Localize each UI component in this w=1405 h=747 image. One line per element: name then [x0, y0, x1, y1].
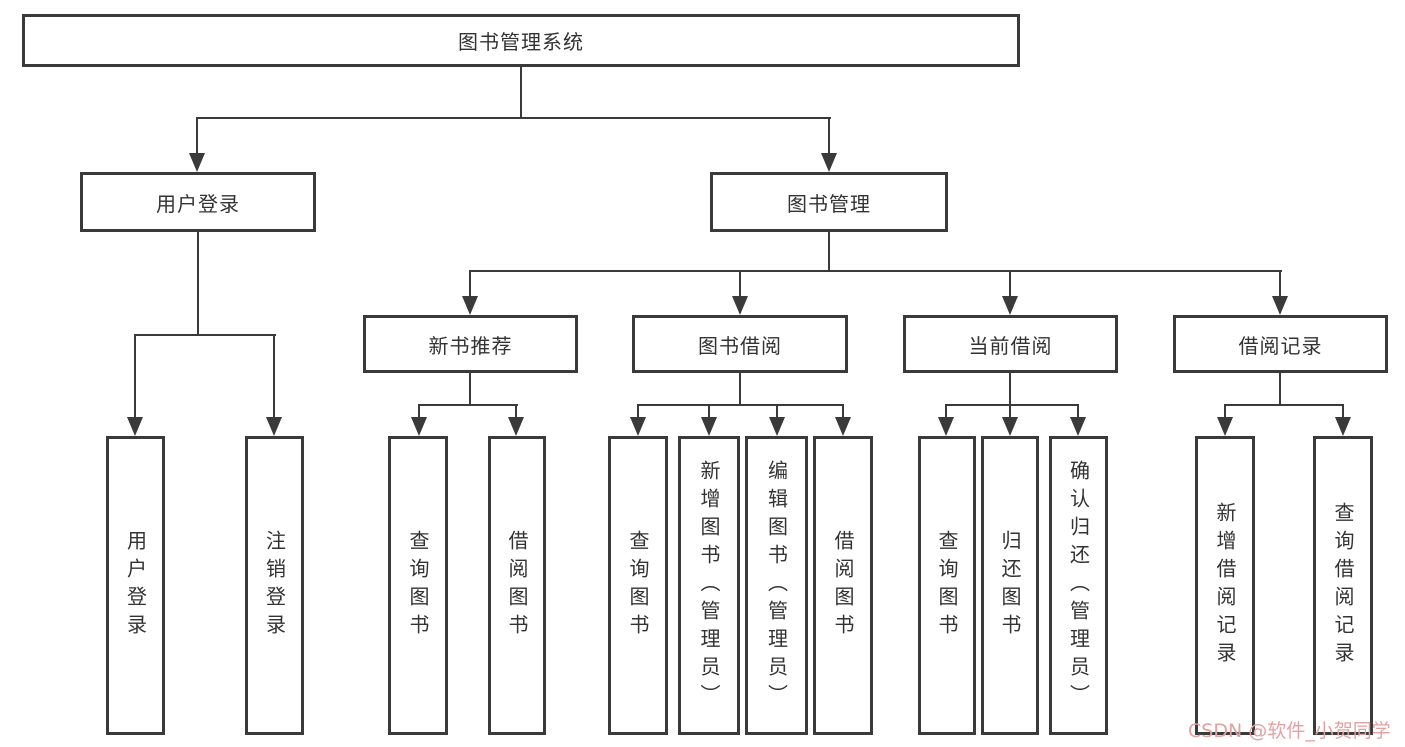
- leaf-logout-label: 注销登录: [262, 529, 287, 642]
- node-book-mgmt-label: 图书管理: [787, 191, 871, 216]
- connector: [708, 404, 710, 418]
- leaf-add-borrow-record-label: 新增借阅记录: [1213, 501, 1237, 670]
- arrowhead-icon: [1002, 296, 1018, 315]
- arrowhead-icon: [411, 417, 427, 436]
- arrowhead-icon: [1002, 417, 1018, 436]
- connector: [739, 373, 741, 406]
- connector: [828, 232, 830, 272]
- leaf-borrow-books-rec-label: 借阅图书: [505, 529, 529, 642]
- leaf-return-book: 归还图书: [981, 436, 1039, 735]
- leaf-query-books-borrow-label: 查询图书: [626, 529, 650, 642]
- leaf-user-login-label: 用户登录: [123, 529, 148, 642]
- leaf-add-book-admin-label: 新增图书（管理员）: [697, 459, 721, 712]
- node-current-borrow-label: 当前借阅: [968, 333, 1053, 358]
- connector: [273, 334, 275, 418]
- arrowhead-icon: [732, 296, 748, 315]
- leaf-return-book-label: 归还图书: [998, 529, 1022, 642]
- leaf-query-borrow-record: 查询借阅记录: [1313, 436, 1373, 735]
- arrowhead-icon: [462, 296, 478, 315]
- node-borrow-records-label: 借阅记录: [1238, 333, 1323, 358]
- arrowhead-icon: [1335, 417, 1351, 436]
- leaf-confirm-return-admin: 确认归还（管理员）: [1049, 436, 1108, 735]
- arrowhead-icon: [701, 417, 717, 436]
- connector: [469, 270, 471, 298]
- connector: [637, 404, 639, 418]
- node-current-borrow: 当前借阅: [903, 315, 1118, 373]
- arrowhead-icon: [769, 417, 785, 436]
- arrowhead-icon: [1272, 296, 1288, 315]
- connector: [134, 334, 276, 336]
- connector: [197, 232, 199, 335]
- leaf-borrow-books-label: 借阅图书: [831, 529, 855, 642]
- leaf-add-book-admin: 新增图书（管理员）: [678, 436, 740, 735]
- leaf-query-books-rec: 查询图书: [388, 436, 448, 735]
- connector: [469, 373, 471, 406]
- connector: [515, 404, 517, 418]
- connector: [1342, 404, 1344, 418]
- connector: [828, 117, 830, 154]
- leaf-confirm-return-admin-label: 确认归还（管理员）: [1066, 459, 1091, 712]
- arrowhead-icon: [630, 417, 646, 436]
- leaf-borrow-books-rec: 借阅图书: [488, 436, 546, 735]
- leaf-borrow-books: 借阅图书: [813, 436, 873, 735]
- connector: [469, 270, 1282, 272]
- node-borrow-records: 借阅记录: [1173, 315, 1388, 373]
- connector: [418, 404, 518, 406]
- connector: [1009, 404, 1011, 418]
- arrowhead-icon: [508, 417, 524, 436]
- connector: [637, 404, 844, 406]
- node-new-book-rec: 新书推荐: [363, 315, 578, 373]
- connector: [520, 67, 522, 119]
- leaf-query-books-current-label: 查询图书: [935, 529, 959, 642]
- connector: [1009, 270, 1011, 298]
- connector: [418, 404, 420, 418]
- arrowhead-icon: [835, 417, 851, 436]
- node-book-mgmt: 图书管理: [710, 172, 948, 232]
- connector: [739, 270, 741, 298]
- connector: [1009, 373, 1011, 406]
- leaf-user-login: 用户登录: [106, 436, 165, 735]
- arrowhead-icon: [1217, 417, 1233, 436]
- node-book-borrow-label: 图书借阅: [698, 333, 782, 358]
- node-user-login: 用户登录: [80, 172, 316, 232]
- arrowhead-icon: [938, 417, 954, 436]
- connector: [197, 117, 831, 119]
- leaf-query-borrow-record-label: 查询借阅记录: [1331, 501, 1355, 670]
- connector: [945, 404, 947, 418]
- node-root-label: 图书管理系统: [458, 30, 584, 54]
- connector: [1279, 373, 1281, 406]
- arrowhead-icon: [127, 417, 143, 436]
- connector: [1077, 404, 1079, 418]
- connector: [134, 334, 136, 418]
- node-user-login-label: 用户登录: [156, 191, 240, 216]
- node-book-borrow: 图书借阅: [632, 315, 848, 373]
- arrowhead-icon: [266, 417, 282, 436]
- connector: [1224, 404, 1344, 406]
- watermark: CSDN @软件_小贺同学: [1188, 720, 1391, 742]
- leaf-logout: 注销登录: [245, 436, 304, 735]
- leaf-query-books-borrow: 查询图书: [608, 436, 668, 735]
- leaf-query-books-current: 查询图书: [918, 436, 976, 735]
- leaf-query-books-rec-label: 查询图书: [406, 529, 430, 642]
- leaf-add-borrow-record: 新增借阅记录: [1195, 436, 1255, 735]
- connector: [1279, 270, 1281, 298]
- connector: [945, 404, 1079, 406]
- connector: [196, 117, 198, 154]
- leaf-edit-book-admin-label: 编辑图书（管理员）: [764, 459, 789, 712]
- node-new-book-rec-label: 新书推荐: [428, 333, 513, 358]
- arrowhead-icon: [189, 153, 205, 172]
- connector: [1224, 404, 1226, 418]
- node-root: 图书管理系统: [22, 14, 1020, 67]
- connector: [842, 404, 844, 418]
- arrowhead-icon: [821, 153, 837, 172]
- connector: [776, 404, 778, 418]
- leaf-edit-book-admin: 编辑图书（管理员）: [745, 436, 808, 735]
- arrowhead-icon: [1070, 417, 1086, 436]
